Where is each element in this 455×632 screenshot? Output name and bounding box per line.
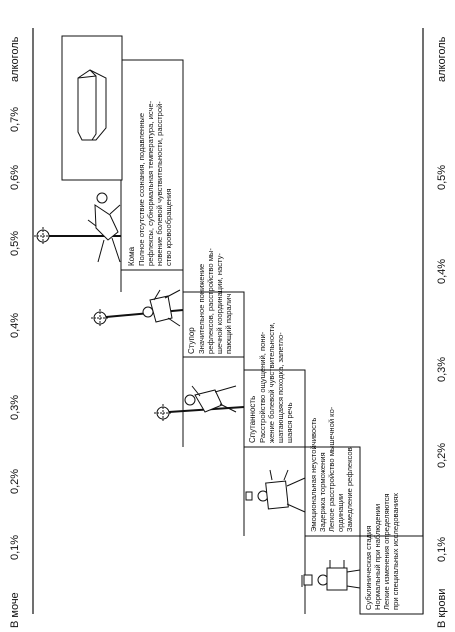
blood-axis-label: В крови [436, 589, 448, 628]
stage-line: Полное отсутствие сознания, подавленные [137, 113, 146, 266]
stage-title: Ступор [187, 327, 196, 354]
stage-line: Нормальный при наблюдении [373, 504, 382, 610]
coffin-icon [77, 69, 107, 141]
stage-line: шатающаяся походка, запетло- [276, 332, 285, 443]
lamp-post-icon [34, 227, 121, 245]
swaying-man-icon [243, 469, 306, 513]
stage-line: шечной координации, насту- [215, 253, 224, 354]
blood-tick-4: 0,4% [436, 259, 448, 284]
stage-line: Задержка торможения [318, 452, 327, 532]
blood-tick-1: 0,1% [436, 537, 448, 562]
urine-tick-4: 0,4% [9, 313, 21, 338]
collapsed-man-icon [87, 192, 121, 263]
stage-line: пающий паралич [224, 294, 233, 354]
clinging-man-icon [142, 289, 181, 327]
urine-axis-end-label: алкоголь [9, 36, 21, 82]
blood-tick-2: 0,2% [436, 443, 448, 468]
leaning-man-icon [184, 385, 237, 413]
stage-line: шаяся речь [285, 402, 294, 443]
stage-line: Значительное понижение [197, 264, 206, 354]
stage-line: жение болевой чувствительности, [267, 322, 276, 443]
urine-tick-5: 0,5% [9, 231, 21, 256]
stage-box-confusion [243, 369, 306, 448]
stage-title: Спутанность [248, 396, 257, 443]
lamp-post-icon [154, 404, 245, 422]
coffin-panel [61, 35, 123, 181]
stage-line: ординации [336, 494, 345, 532]
stage-line: рефлексов, расстройство мы- [206, 248, 215, 354]
stage-box-emotional [304, 446, 361, 537]
stage-title: Кома [127, 246, 136, 266]
urine-tick-1: 0,1% [9, 535, 21, 560]
stage-line: Легкое расстройство мышечной ко- [327, 406, 336, 532]
stage-line: рефлексы, субнормальная температура, исч… [146, 100, 155, 266]
blood-axis-end-label: алкоголь [436, 36, 448, 82]
urine-tick-2: 0,2% [9, 469, 21, 494]
stage-text-confusion: Спутанность Расстройство ощущений, пони-… [248, 322, 294, 443]
stage-line: новение болевой чувствительности, расстр… [155, 101, 164, 266]
stage-text-coma: Кома Полное отсутствие сознания, подавле… [127, 100, 173, 266]
stage-text-subclinical: Субклиническая стадия Нормальный при наб… [364, 493, 400, 610]
stage-box-stupor [182, 291, 245, 358]
stage-line: Субклиническая стадия [364, 526, 373, 610]
urine-axis-label: В моче [9, 592, 21, 628]
stage-line: Расстройство ощущений, пони- [258, 331, 267, 443]
stage-line: при специальных исследованиях [391, 493, 400, 610]
stage-line: Эмоциональная неустойчивость [309, 418, 318, 532]
stage-box-subclinical [359, 535, 424, 615]
urine-tick-3: 0,3% [9, 395, 21, 420]
stage-line: Замедление рефлексов [345, 447, 354, 532]
standing-man-icon [301, 560, 361, 591]
stage-text-stupor: Ступор Значительное понижение рефлексов,… [187, 248, 233, 354]
stage-line: ство кровообращения [164, 189, 173, 266]
urine-tick-7: 0,7% [9, 107, 21, 132]
stage-text-emotional: Эмоциональная неустойчивость Задержка то… [309, 406, 354, 532]
urine-tick-6: 0,6% [9, 165, 21, 190]
stage-line: Легкие изменения определяются [382, 493, 391, 610]
blood-tick-3: 0,3% [436, 357, 448, 382]
blood-tick-5: 0,5% [436, 165, 448, 190]
